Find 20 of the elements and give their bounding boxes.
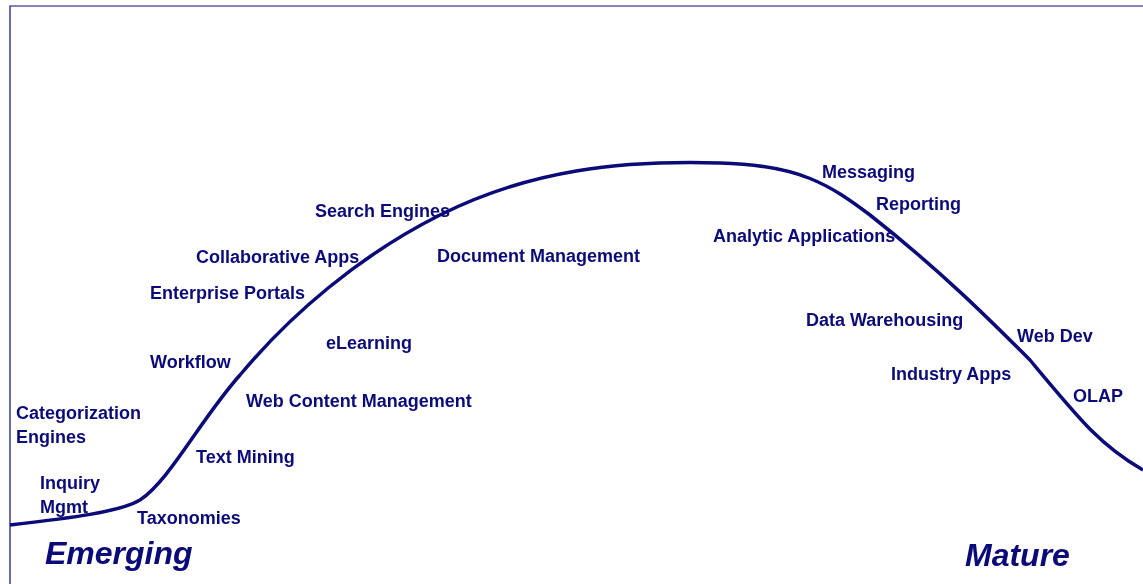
technology-label: Web Dev <box>1017 325 1093 348</box>
technology-label: Data Warehousing <box>806 309 964 332</box>
technology-label: Messaging <box>822 161 916 184</box>
technology-label: Industry Apps <box>891 363 1012 386</box>
technology-label: Categorization Engines <box>16 402 142 449</box>
axis-end-label: Mature <box>965 536 1070 574</box>
technology-label: Enterprise Portals <box>150 282 306 305</box>
technology-label: Inquiry Mgmt <box>40 472 101 519</box>
axis-end-label: Emerging <box>45 534 193 572</box>
technology-label: eLearning <box>326 332 413 355</box>
technology-label: Web Content Management <box>246 390 472 413</box>
technology-label: Document Management <box>437 245 641 268</box>
technology-label: Taxonomies <box>137 507 241 530</box>
technology-label: Text Mining <box>196 446 295 469</box>
technology-label: Search Engines <box>315 200 451 223</box>
technology-label: Workflow <box>150 351 231 374</box>
technology-label: Reporting <box>876 193 961 216</box>
technology-label: Collaborative Apps <box>196 246 360 269</box>
technology-label: Analytic Applications <box>713 225 896 248</box>
technology-label: OLAP <box>1073 385 1123 408</box>
